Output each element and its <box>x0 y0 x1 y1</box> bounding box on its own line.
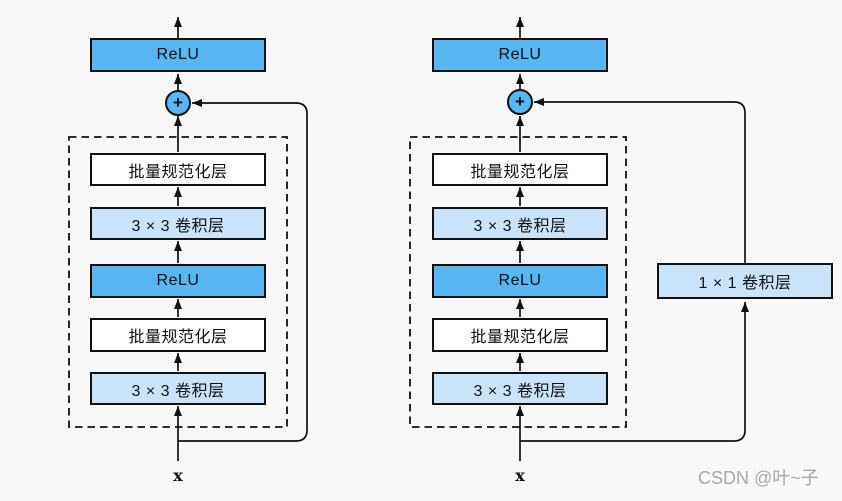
watermark-text: CSDN @叶~子 <box>698 468 819 488</box>
relu-layer-box: ReLU <box>90 264 266 298</box>
conv3x3-layer-box: 3 × 3 卷积层 <box>90 372 266 405</box>
input-label: x <box>173 466 183 485</box>
conv3x3-layer-box: 3 × 3 卷积层 <box>432 372 608 405</box>
batchnorm-layer-box: 批量规范化层 <box>90 318 266 352</box>
batchnorm-layer-box: 批量规范化层 <box>432 318 608 352</box>
conv3x3-layer-box: 3 × 3 卷积层 <box>432 207 608 240</box>
batchnorm-layer-box: 批量规范化层 <box>90 153 266 186</box>
conv1x1-layer-box: 1 × 1 卷积层 <box>657 263 833 299</box>
batchnorm-layer-box: 批量规范化层 <box>432 153 608 186</box>
relu-output-box: ReLU <box>432 38 608 72</box>
add-node: + <box>165 90 191 116</box>
relu-output-box: ReLU <box>90 38 266 72</box>
relu-layer-box: ReLU <box>432 264 608 298</box>
input-label: x <box>515 466 525 485</box>
add-node: + <box>507 89 533 115</box>
conv3x3-layer-box: 3 × 3 卷积层 <box>90 207 266 240</box>
